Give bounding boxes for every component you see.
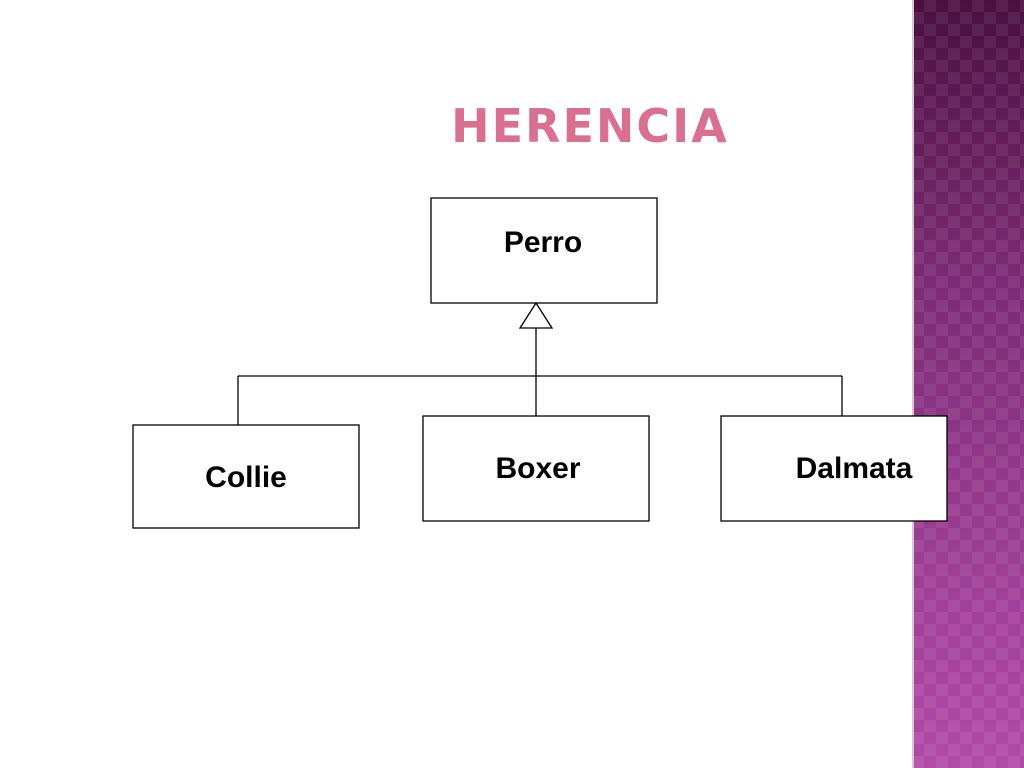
class-label-boxer: Boxer	[495, 452, 580, 485]
class-box-perro: Perro	[430, 197, 658, 304]
class-label-perro: Perro	[504, 226, 582, 259]
generalization-arrowhead	[518, 301, 554, 329]
class-label-collie: Collie	[205, 461, 287, 494]
decorative-side-band	[912, 0, 1024, 768]
side-band-edge	[912, 0, 914, 768]
slide-title: HERENCIA	[451, 99, 729, 153]
class-label-dalmata: Dalmata	[796, 452, 913, 485]
class-box-boxer: Boxer	[422, 415, 650, 522]
class-box-dalmata: Dalmata	[720, 415, 948, 522]
class-box-collie: Collie	[132, 424, 360, 529]
